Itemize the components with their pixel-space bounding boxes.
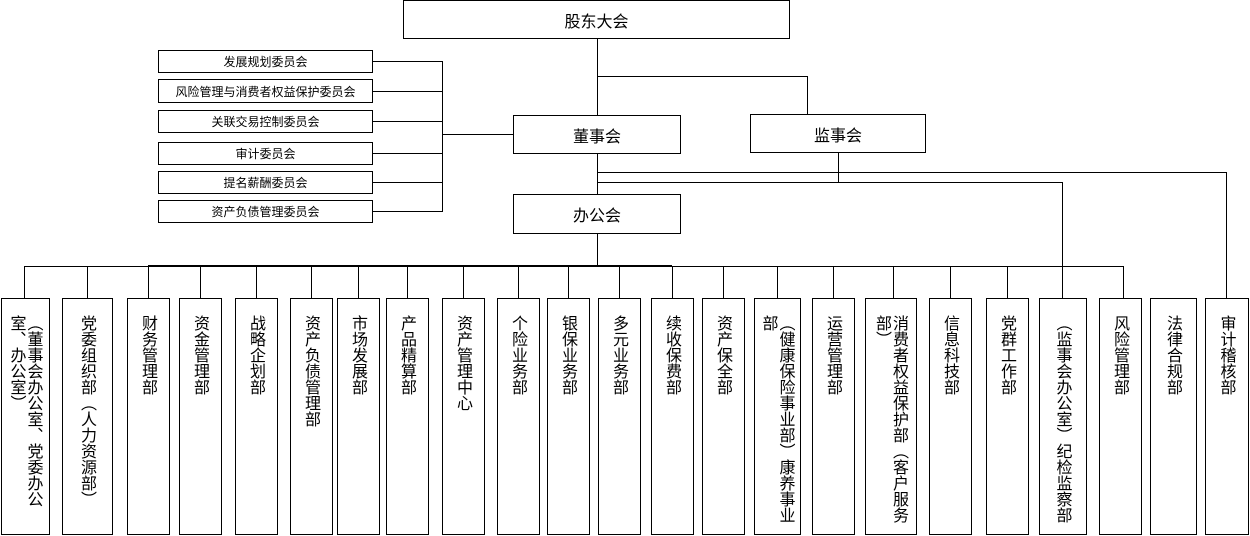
dept-consumer-protection: 消费者权益保护部（客户服务部） xyxy=(865,298,917,535)
dept-strategy: 战略企划部 xyxy=(235,298,278,535)
dept-board-office: （董事会办公室、党委办公室、办公室） xyxy=(1,298,50,535)
committee-label: 风险管理与消费者权益保护委员会 xyxy=(175,84,356,99)
dept-label: 资产管理中心 xyxy=(454,315,473,411)
dept-label: 审计稽核部 xyxy=(1217,315,1237,395)
dept-label: 法律合规部 xyxy=(1164,315,1183,395)
committee-nomination-remuneration: 提名薪酬委员会 xyxy=(158,171,373,194)
dept-diversified-business: 多元业务部 xyxy=(598,298,641,535)
committee-label: 审计委员会 xyxy=(235,147,296,161)
committee-label: 发展规划委员会 xyxy=(223,55,308,69)
dept-label: 产品精算部 xyxy=(398,315,417,395)
shareholders-meeting-label: 股东大会 xyxy=(564,11,629,31)
dept-label: 党群工作部 xyxy=(998,315,1017,395)
shareholders-meeting-box: 股东大会 xyxy=(403,0,790,39)
office-meeting-label: 办公会 xyxy=(572,206,621,225)
dept-label: 资产负债管理部 xyxy=(302,315,321,427)
committee-development-planning: 发展规划委员会 xyxy=(158,50,373,73)
dept-market-development: 市场发展部 xyxy=(337,298,380,535)
committee-risk-consumer-protection: 风险管理与消费者权益保护委员会 xyxy=(158,79,373,103)
dept-label: （监事会办公室）纪检监察部 xyxy=(1053,315,1073,523)
dept-label: （健康保险事业部）康养事业部 xyxy=(759,315,796,523)
dept-label: 信息科技部 xyxy=(941,315,960,395)
dept-label: 党委组织部（人力资源部） xyxy=(78,315,97,507)
dept-individual-insurance: 个险业务部 xyxy=(497,298,540,535)
committee-related-transactions: 关联交易控制委员会 xyxy=(158,110,373,133)
dept-label: 个险业务部 xyxy=(509,315,528,395)
dept-label: 财务管理部 xyxy=(139,315,158,395)
dept-label: （董事会办公室、党委办公室、办公室） xyxy=(7,315,44,507)
dept-discipline-inspection: （监事会办公室）纪检监察部 xyxy=(1039,298,1087,535)
dept-label: 续收保费部 xyxy=(663,315,682,395)
dept-product-actuarial: 产品精算部 xyxy=(386,298,429,535)
dept-party-organization: 党委组织部（人力资源部） xyxy=(62,298,113,535)
committee-asset-liability: 资产负债管理委员会 xyxy=(158,200,373,223)
dept-party-mass-work: 党群工作部 xyxy=(986,298,1029,535)
dept-label: 多元业务部 xyxy=(610,315,629,395)
dept-label: 资金管理部 xyxy=(191,315,210,395)
dept-bancassurance: 银保业务部 xyxy=(547,298,590,535)
dept-asset-liability: 资产负债管理部 xyxy=(290,298,333,535)
board-of-directors-box: 董事会 xyxy=(513,115,681,154)
dept-legal-compliance: 法律合规部 xyxy=(1150,298,1197,535)
dept-finance: 财务管理部 xyxy=(127,298,170,535)
board-of-directors-label: 董事会 xyxy=(572,126,621,146)
dept-label: 战略企划部 xyxy=(247,315,266,395)
dept-information-technology: 信息科技部 xyxy=(929,298,972,535)
dept-label: 风险管理部 xyxy=(1111,315,1130,395)
dept-label: 消费者权益保护部（客户服务部） xyxy=(873,315,909,523)
dept-health-elderly-care: （健康保险事业部）康养事业部 xyxy=(754,298,801,535)
dept-label: 资产保全部 xyxy=(714,315,733,395)
committee-label: 关联交易控制委员会 xyxy=(211,115,320,129)
dept-audit: 审计稽核部 xyxy=(1205,298,1249,535)
dept-policy-preservation: 资产保全部 xyxy=(702,298,745,535)
office-meeting-box: 办公会 xyxy=(513,194,681,234)
dept-funds: 资金管理部 xyxy=(179,298,222,535)
dept-operations: 运营管理部 xyxy=(812,298,855,535)
dept-renewal-premium: 续收保费部 xyxy=(651,298,694,535)
dept-label: 市场发展部 xyxy=(349,315,368,395)
committee-audit: 审计委员会 xyxy=(158,142,373,165)
dept-risk-management: 风险管理部 xyxy=(1099,298,1142,535)
board-of-supervisors-box: 监事会 xyxy=(750,114,926,153)
board-of-supervisors-label: 监事会 xyxy=(813,125,862,145)
dept-label: 银保业务部 xyxy=(559,315,578,395)
dept-asset-management-center: 资产管理中心 xyxy=(442,298,485,535)
committee-label: 提名薪酬委员会 xyxy=(223,176,308,190)
dept-label: 运营管理部 xyxy=(824,315,843,395)
committee-label: 资产负债管理委员会 xyxy=(211,205,320,219)
